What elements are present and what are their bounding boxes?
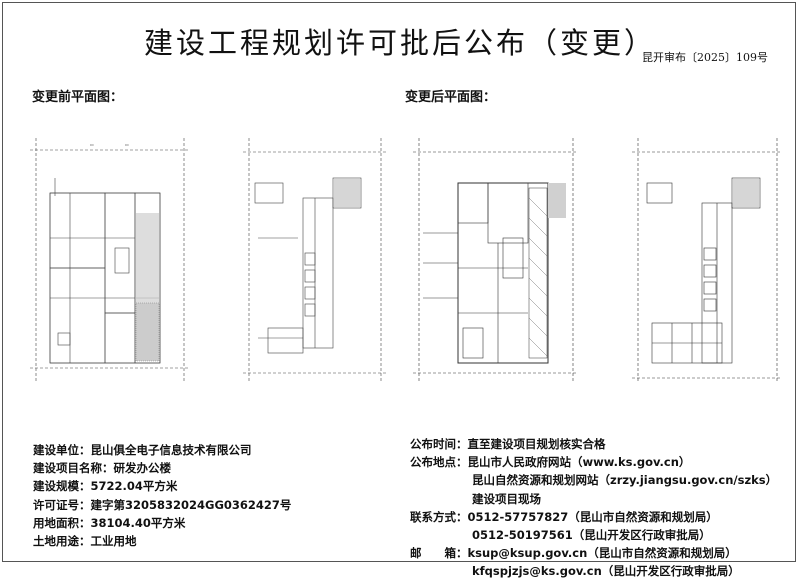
notice-title: 建设工程规划许可批后公布（变更）: [143, 26, 656, 60]
pub-row-email-2: kfqspjzjs@ks.gov.cn（昆山开发区行政审批局）: [410, 562, 777, 580]
pub-row-place-2: 昆山自然资源和规划网站（zrzy.jiangsu.gov.cn/szks）: [410, 471, 777, 489]
project-info: 建设单位：昆山俱全电子信息技术有限公司 建设项目名称：研发办公楼 建设规模：57…: [33, 441, 291, 550]
pub-row-place-3: 建设项目现场: [410, 490, 777, 508]
scale-label: 建设规模：: [33, 479, 91, 494]
publication-info: 公布时间：直至建设项目规划核实合格 公布地点：昆山市人民政府网站（www.ks.…: [410, 435, 777, 581]
info-row-permit: 许可证号：建字第3205832024GG0362427号: [33, 496, 291, 514]
land-area-value: 38104.40平方米: [90, 515, 186, 530]
project-name-value: 研发办公楼: [113, 461, 172, 476]
svg-text:▭: ▭: [90, 142, 94, 147]
place-value-1: 昆山市人民政府网站（www.ks.gov.cn）: [467, 455, 691, 470]
time-label: 公布时间：: [410, 437, 468, 451]
place-label: 公布地点：: [410, 455, 468, 470]
notice-frame: [2, 2, 796, 562]
info-row-scale: 建设规模：5722.04平方米: [33, 477, 291, 495]
info-row-land-area: 用地面积：38104.40平方米: [33, 514, 291, 532]
land-use-value: 工业用地: [90, 533, 137, 548]
pub-row-contact: 联系方式：0512-57757827（昆山市自然资源和规划局）: [410, 508, 777, 526]
after-floor-plan-2: [632, 138, 782, 383]
land-area-label: 用地面积：: [33, 515, 91, 530]
scale-value: 5722.04平方米: [90, 479, 178, 494]
svg-text:▭: ▭: [125, 142, 129, 147]
place-value-2: 昆山自然资源和规划网站（zrzy.jiangsu.gov.cn/szks）: [472, 473, 778, 488]
after-plan-heading: 变更后平面图：: [405, 90, 497, 105]
project-name-label: 建设项目名称：: [33, 461, 114, 476]
pub-row-time: 公布时间：直至建设项目规划核实合格: [410, 435, 777, 453]
unit-label: 建设单位：: [33, 443, 91, 457]
email-value-2: kfqspjzjs@ks.gov.cn（昆山开发区行政审批局）: [472, 564, 740, 579]
land-use-label: 土地用途：: [33, 533, 91, 548]
pub-row-email: 邮 箱：ksup@ksup.gov.cn（昆山市自然资源和规划局）: [410, 544, 777, 562]
email-label: 邮 箱：: [410, 546, 468, 561]
before-floor-plan-2: [243, 138, 388, 383]
info-row-name: 建设项目名称：研发办公楼: [33, 459, 291, 477]
unit-value: 昆山俱全电子信息技术有限公司: [90, 443, 252, 457]
contact-value-1: 0512-57757827（昆山市自然资源和规划局）: [467, 509, 718, 524]
pub-row-contact-2: 0512-50197561（昆山开发区行政审批局）: [410, 526, 777, 544]
document-number: 昆开审布〔2025〕109号: [642, 51, 768, 64]
place-value-3: 建设项目现场: [472, 491, 541, 506]
permit-label: 许可证号：: [33, 497, 91, 512]
before-plan-heading: 变更前平面图：: [32, 90, 124, 105]
info-row-unit: 建设单位：昆山俱全电子信息技术有限公司: [33, 441, 291, 459]
info-row-land-use: 土地用途：工业用地: [33, 532, 291, 550]
time-value: 直至建设项目规划核实合格: [467, 437, 606, 451]
email-value-1: ksup@ksup.gov.cn（昆山市自然资源和规划局）: [467, 546, 737, 561]
contact-label: 联系方式：: [410, 509, 468, 524]
pub-row-place: 公布地点：昆山市人民政府网站（www.ks.gov.cn）: [410, 453, 777, 471]
contact-value-2: 0512-50197561（昆山开发区行政审批局）: [472, 527, 711, 542]
before-floor-plan-1: ▭▭: [30, 138, 190, 383]
after-floor-plan-1: [413, 138, 578, 383]
permit-value: 建字第3205832024GG0362427号: [90, 497, 292, 512]
